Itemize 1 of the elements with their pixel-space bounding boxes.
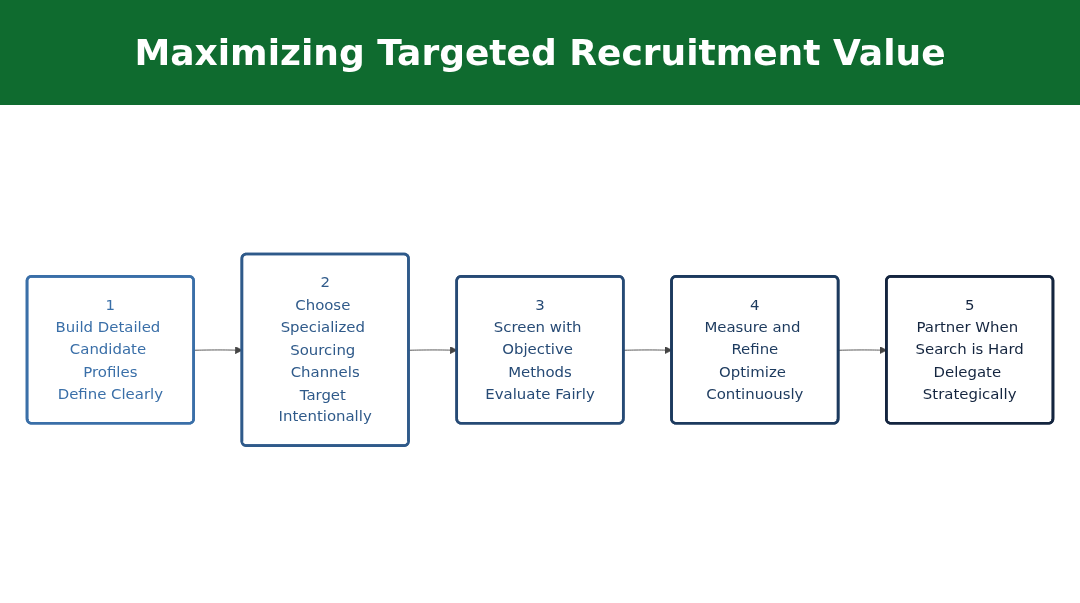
title: Maximizing Targeted Recruitment Value: [134, 32, 946, 73]
